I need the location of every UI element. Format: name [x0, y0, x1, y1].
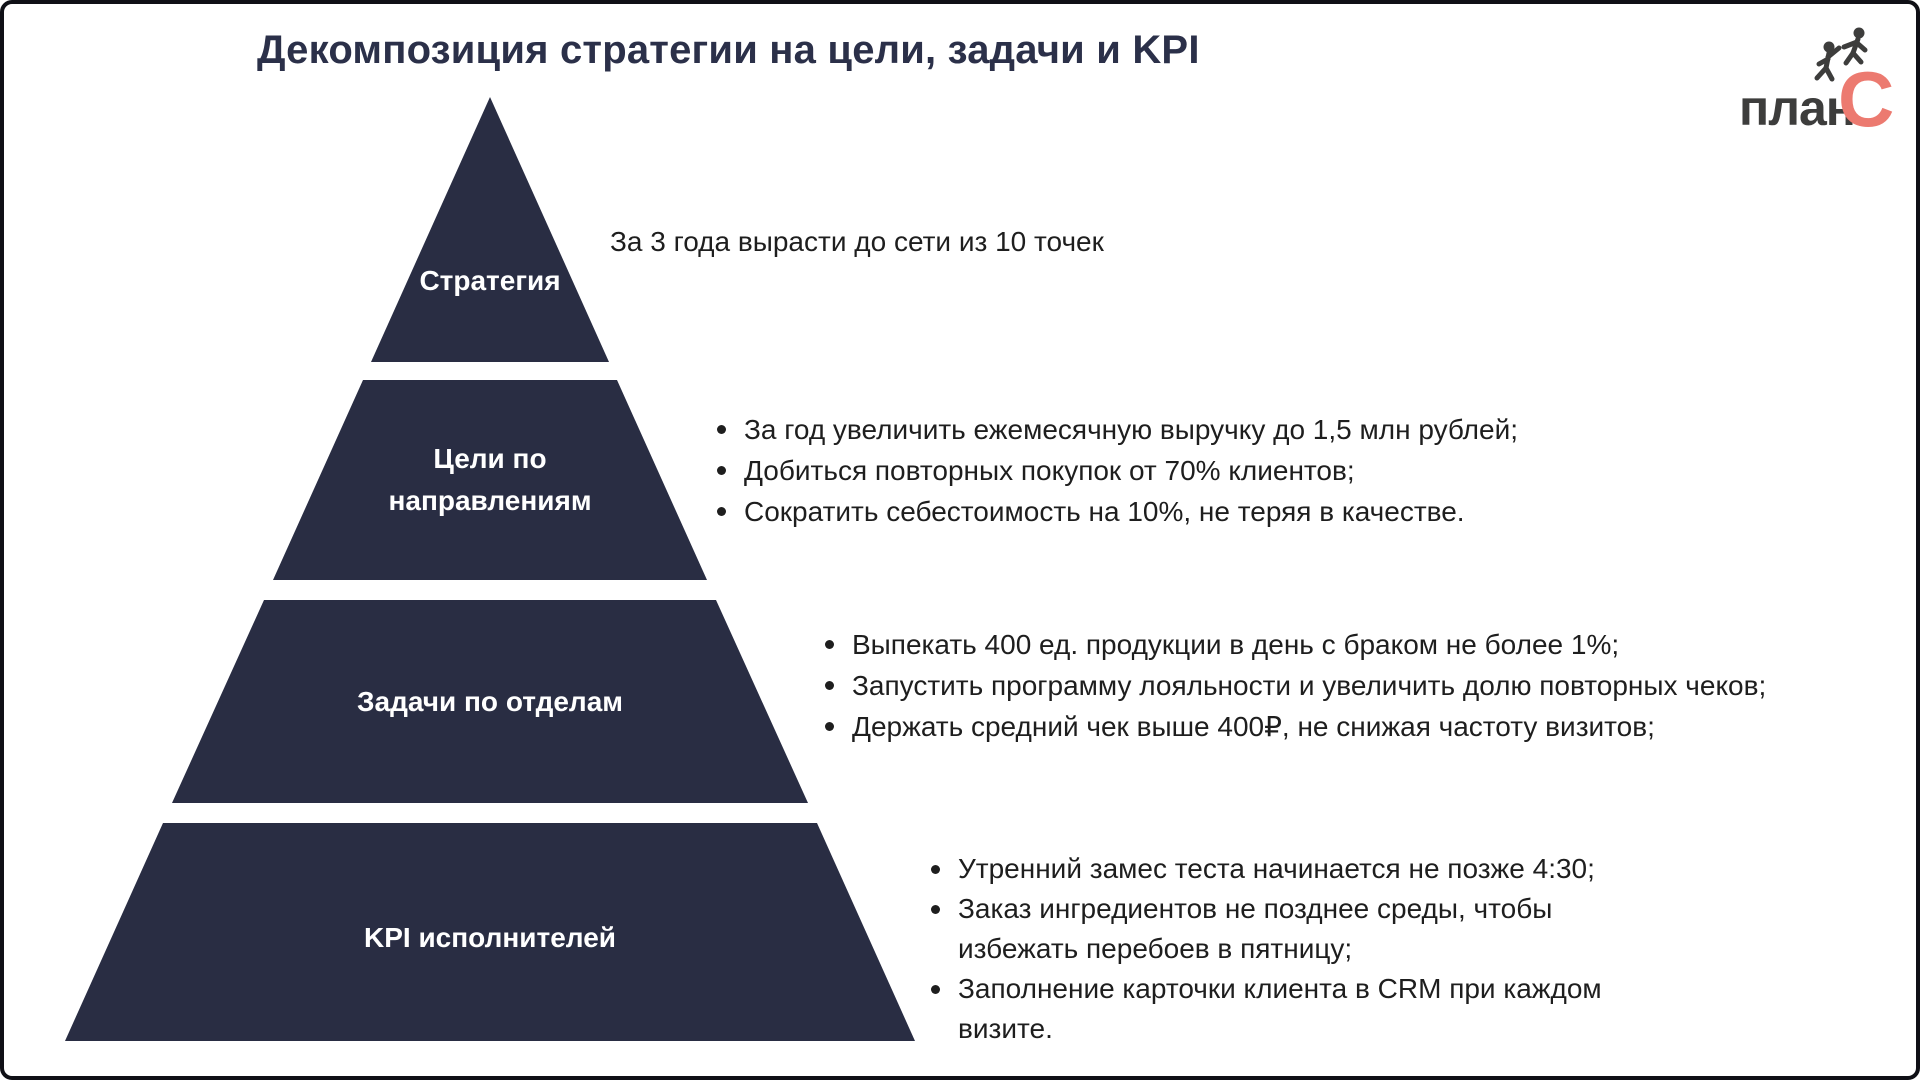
list-item: Заполнение карточки клиента в CRM при ка…	[928, 969, 1663, 1049]
list-item: Сократить себестоимость на 10%, не теряя…	[714, 491, 1694, 532]
pyramid-level-kpi	[65, 823, 915, 1041]
level-label-tasks: Задачи по отделам	[357, 686, 623, 717]
pyramid-level-strategy	[371, 97, 609, 362]
goals-bullet-list: За год увеличить ежемесячную выручку до …	[714, 409, 1694, 532]
level-label-strategy: Стратегия	[419, 265, 561, 296]
list-item: Утренний замес теста начинается не позже…	[928, 849, 1663, 889]
pyramid-level-tasks	[172, 600, 808, 803]
level-label-kpi: KPI исполнителей	[364, 922, 616, 953]
list-item: Заказ ингредиентов не позднее среды, что…	[928, 889, 1663, 969]
list-item: Держать средний чек выше 400₽, не снижая…	[822, 706, 1862, 747]
pyramid-diagram	[65, 97, 915, 1041]
tasks-bullet-list: Выпекать 400 ед. продукции в день с брак…	[822, 624, 1862, 747]
logo: план С	[1739, 26, 1914, 138]
list-item: За год увеличить ежемесячную выручку до …	[714, 409, 1694, 450]
pyramid-level-goals	[273, 380, 707, 580]
logo-text-accent: С	[1838, 55, 1895, 143]
list-item: Запустить программу лояльности и увеличи…	[822, 665, 1862, 706]
list-item: Выпекать 400 ед. продукции в день с брак…	[822, 624, 1862, 665]
strategy-annotation: За 3 года вырасти до сети из 10 точек	[610, 226, 1104, 257]
page-title: Декомпозиция стратегии на цели, задачи и…	[257, 28, 1200, 72]
level-label-goals: Цели по направлениям	[388, 443, 592, 516]
logo-text-dark: план	[1739, 80, 1856, 136]
list-item: Добиться повторных покупок от 70% клиент…	[714, 450, 1694, 491]
kpi-bullet-list: Утренний замес теста начинается не позже…	[928, 849, 1663, 1049]
climbers-icon	[1814, 27, 1868, 82]
